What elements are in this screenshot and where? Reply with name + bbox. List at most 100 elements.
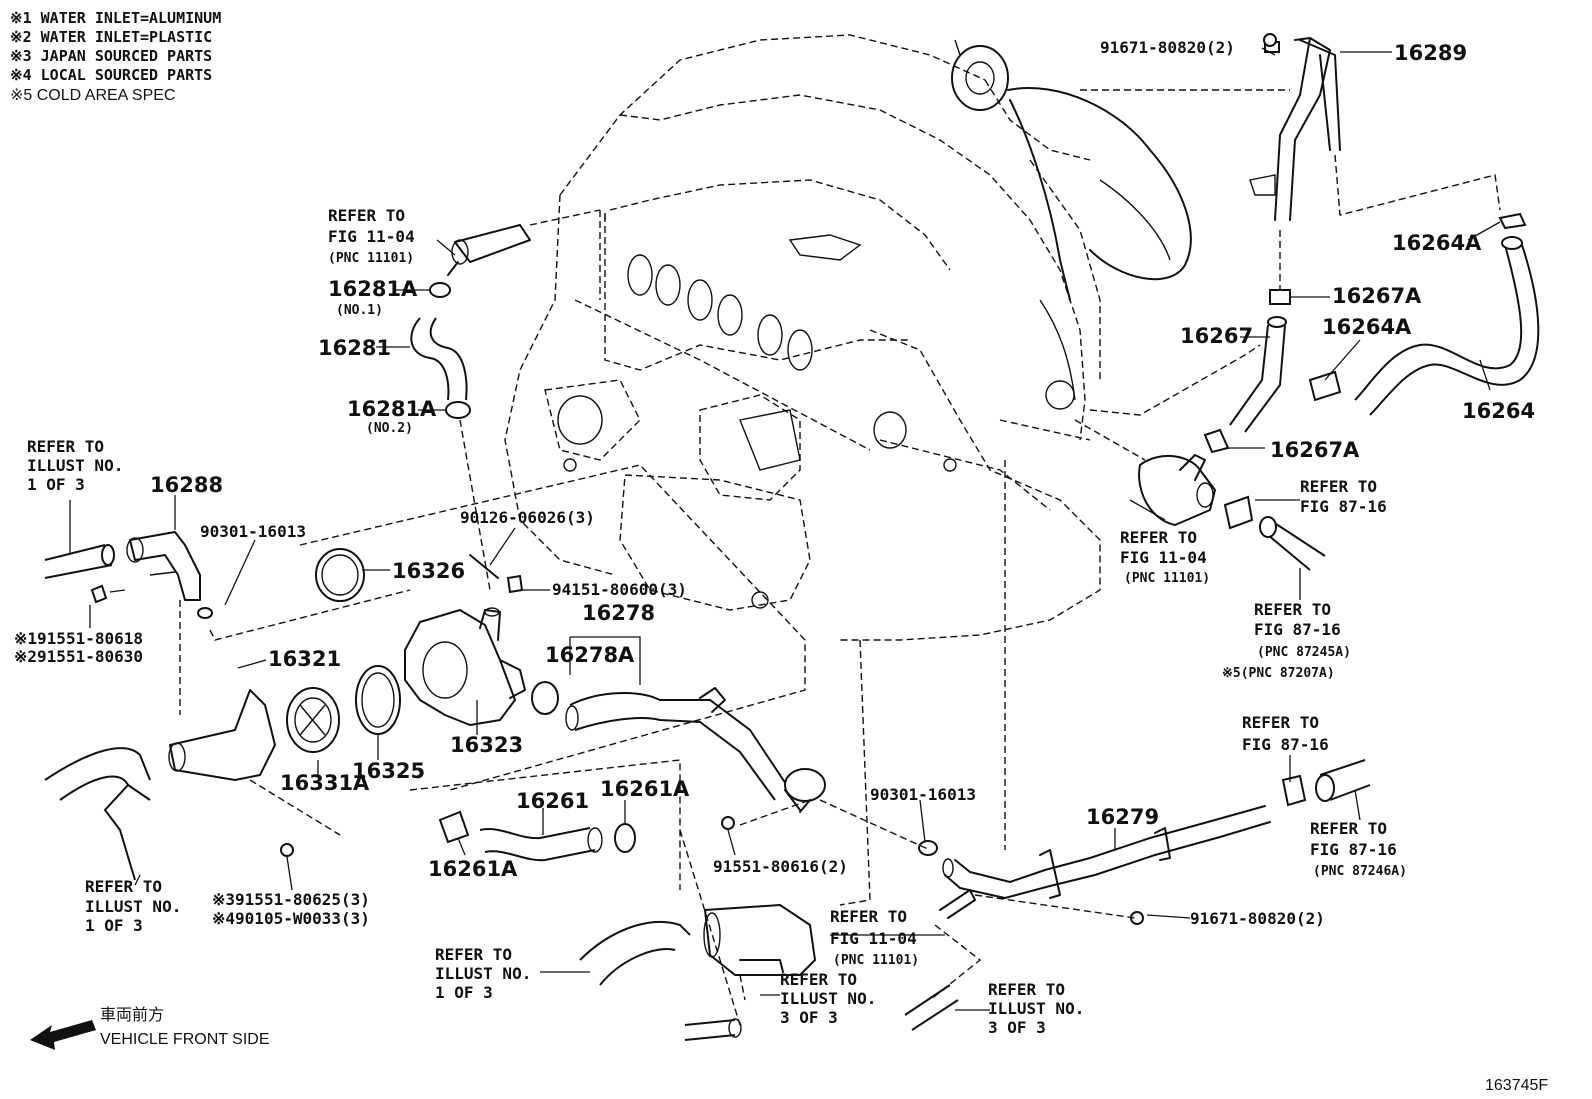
ref-illust-bottom-mid: REFER TO ILLUST NO. 1 OF 3 <box>435 945 531 1002</box>
label-90301-b: 90301-16013 <box>870 785 976 804</box>
label-16261A-right: 16261A <box>600 777 690 801</box>
part-labels: 91671-80820(2) 16289 16264A 16267A 16267… <box>14 38 1535 928</box>
pipe-16289 <box>1249 37 1341 221</box>
label-94151: 94151-80600(3) <box>552 580 687 599</box>
ref-fig11-right: REFER TO FIG 11-04 (PNC 11101) <box>1120 528 1210 586</box>
front-label-en: VEHICLE FRONT SIDE <box>100 1031 270 1048</box>
note-1: ※1 WATER INLET=ALUMINUM <box>10 9 221 27</box>
ref-fig11-top: REFER TO FIG 11-04 (PNC 11101) <box>328 206 415 266</box>
svg-text:REFER TO: REFER TO <box>780 970 857 989</box>
hose-left-upper <box>44 544 115 579</box>
label-91551-80616: 91551-80616(2) <box>713 857 848 876</box>
svg-text:(PNC 11101): (PNC 11101) <box>328 251 414 266</box>
ref-fig11-bottom: REFER TO FIG 11-04 (PNC 11101) <box>830 907 919 968</box>
pipe-16278 <box>531 681 826 813</box>
label-16267A-top: 16267A <box>1332 284 1422 308</box>
pipe-16279 <box>918 805 1271 919</box>
svg-text:1 OF 3: 1 OF 3 <box>435 983 493 1002</box>
svg-text:3 OF 3: 3 OF 3 <box>780 1008 838 1027</box>
label-16331A: 16331A <box>280 771 370 795</box>
svg-text:REFER TO: REFER TO <box>1254 600 1331 619</box>
hose-fig87-upper <box>1259 516 1326 571</box>
svg-text:(PNC 11101): (PNC 11101) <box>833 953 919 968</box>
gasket-16326 <box>315 548 365 602</box>
svg-text:REFER TO: REFER TO <box>435 945 512 964</box>
label-16264A-top: 16264A <box>1392 231 1482 255</box>
svg-text:FIG 11-04: FIG 11-04 <box>328 227 415 246</box>
label-16267A-low: 16267A <box>1270 438 1360 462</box>
svg-text:1 OF 3: 1 OF 3 <box>85 916 143 935</box>
pipe-16288 <box>90 531 213 619</box>
label-91551-80618: ※191551-80618 <box>14 629 143 648</box>
label-91551-80625: ※391551-80625(3) <box>212 890 370 909</box>
refer-labels: REFER TO FIG 11-04 (PNC 11101) REFER TO … <box>27 206 1407 1037</box>
svg-text:(PNC 87246A): (PNC 87246A) <box>1313 864 1407 879</box>
label-16279: 16279 <box>1086 805 1159 829</box>
label-16261A-left: 16261A <box>428 857 518 881</box>
label-90105: ※490105-W0033(3) <box>212 909 370 928</box>
engine-ports <box>557 234 957 609</box>
figure-id: 163745F <box>1485 1077 1548 1094</box>
label-16261: 16261 <box>516 789 589 813</box>
svg-text:REFER TO: REFER TO <box>1242 713 1319 732</box>
svg-text:ILLUST NO.: ILLUST NO. <box>780 989 876 1008</box>
ref-illust-3-left: REFER TO ILLUST NO. 3 OF 3 <box>780 970 876 1027</box>
ref-illust-left-bottom: REFER TO ILLUST NO. 1 OF 3 <box>85 877 181 935</box>
front-label-jp: 車両前方 <box>100 1006 164 1024</box>
pipe-fig11 <box>703 904 816 976</box>
turbocharger <box>951 39 1192 410</box>
ref-illust-3-right: REFER TO ILLUST NO. 3 OF 3 <box>988 980 1084 1037</box>
label-16281A-no2: 16281A <box>347 397 437 421</box>
thermostat-16331A <box>286 687 340 753</box>
svg-text:REFER TO: REFER TO <box>328 206 405 225</box>
svg-text:(PNC 87245A): (PNC 87245A) <box>1257 645 1351 660</box>
label-16278: 16278 <box>582 601 655 625</box>
label-16326: 16326 <box>392 559 465 583</box>
svg-text:FIG 87-16: FIG 87-16 <box>1242 735 1329 754</box>
ref-fig87-mid: REFER TO FIG 87-16 (PNC 87245A) ※5(PNC 8… <box>1222 600 1351 681</box>
label-90126: 90126-06026(3) <box>460 508 595 527</box>
svg-text:ILLUST NO.: ILLUST NO. <box>27 456 123 475</box>
label-16281A-no1: 16281A <box>328 277 418 301</box>
svg-text:REFER TO: REFER TO <box>1120 528 1197 547</box>
svg-text:※5(PNC 87207A): ※5(PNC 87207A) <box>1222 666 1335 681</box>
label-91671-top: 91671-80820(2) <box>1100 38 1235 57</box>
note-2: ※2 WATER INLET=PLASTIC <box>10 28 212 46</box>
svg-text:REFER TO: REFER TO <box>1300 477 1377 496</box>
label-16325: 16325 <box>352 759 425 783</box>
svg-text:ILLUST NO.: ILLUST NO. <box>85 897 181 916</box>
svg-text:FIG 11-04: FIG 11-04 <box>1120 548 1207 567</box>
hose-16281 <box>410 224 531 419</box>
label-16264A-mid: 16264A <box>1322 315 1412 339</box>
svg-text:REFER TO: REFER TO <box>830 907 907 926</box>
svg-text:ILLUST NO.: ILLUST NO. <box>435 964 531 983</box>
svg-text:REFER TO: REFER TO <box>1310 819 1387 838</box>
hose-fig87-lower <box>1281 759 1371 807</box>
svg-text:FIG 11-04: FIG 11-04 <box>830 929 917 948</box>
label-91551-80630: ※291551-80630 <box>14 647 143 666</box>
engine-block-outline <box>504 34 1101 641</box>
note-4: ※4 LOCAL SOURCED PARTS <box>10 66 212 84</box>
svg-text:REFER TO: REFER TO <box>27 437 104 456</box>
label-16278A: 16278A <box>545 643 635 667</box>
label-91671-bottom: 91671-80820(2) <box>1190 909 1325 928</box>
svg-text:REFER TO: REFER TO <box>85 877 162 896</box>
note-3: ※3 JAPAN SOURCED PARTS <box>10 47 212 65</box>
svg-text:REFER TO: REFER TO <box>988 980 1065 999</box>
dashed-guides <box>179 89 1501 1026</box>
svg-text:3 OF 3: 3 OF 3 <box>988 1018 1046 1037</box>
vehicle-front-indicator: 車両前方 VEHICLE FRONT SIDE <box>30 1006 270 1050</box>
label-16281: 16281 <box>318 336 391 360</box>
label-16289: 16289 <box>1394 41 1467 65</box>
hose-16267 <box>1203 289 1291 454</box>
spec-notes: ※1 WATER INLET=ALUMINUM ※2 WATER INLET=P… <box>10 9 221 104</box>
bolts <box>280 33 1277 925</box>
hose-bottom <box>579 920 959 1041</box>
label-16281A-no1-note: (NO.1) <box>336 303 383 318</box>
ref-fig87-bottom: REFER TO FIG 87-16 (PNC 87246A) <box>1310 819 1407 879</box>
ref-fig87-upper: REFER TO FIG 87-16 <box>1300 477 1387 516</box>
svg-text:(PNC 11101): (PNC 11101) <box>1124 571 1210 586</box>
svg-text:FIG 87-16: FIG 87-16 <box>1300 497 1387 516</box>
label-16267: 16267 <box>1180 324 1253 348</box>
svg-text:FIG 87-16: FIG 87-16 <box>1254 620 1341 639</box>
